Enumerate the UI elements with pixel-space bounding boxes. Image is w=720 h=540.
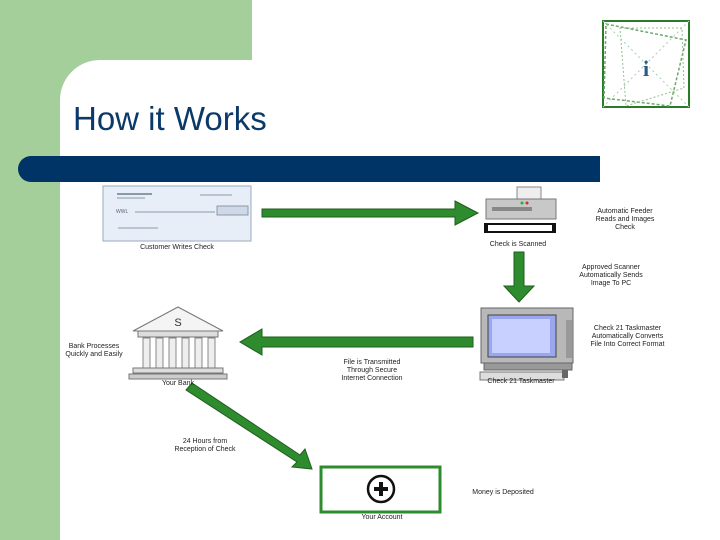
title-underline-bar [18,156,600,182]
arrow-bank-to-account [185,382,313,470]
arrow-computer-to-bank [239,328,474,356]
label-automatic-feeder: Automatic Feeder Reads and Images Check [595,208,655,231]
label-check21-taskmaster: Check 21 Taskmaster [487,378,555,385]
arrow-check-to-scanner [261,200,480,226]
svg-text:WWL: WWL [116,209,128,215]
arrow-scanner-to-computer [502,251,536,303]
label-check-is-scanned: Check is Scanned [489,241,547,248]
content-card [60,60,720,540]
label-your-bank: Your Bank [161,380,195,387]
bank-image: S [128,306,228,380]
logo-icon: i [602,20,690,108]
label-bank-processes: Bank Processes Quickly and Easily [65,343,123,358]
logo-letter: i [643,56,649,81]
label-approved-scanner: Approved Scanner Automatically Sends Ima… [579,264,643,287]
computer-image [479,307,574,381]
label-24-hours: 24 Hours from Reception of Check [174,438,236,453]
label-your-account: Your Account [361,514,403,521]
label-file-transmitted: File is Transmitted Through Secure Inter… [341,359,403,382]
label-money-deposited: Money is Deposited [472,489,534,496]
scanner-image [484,186,557,233]
label-customer-writes-check: Customer Writes Check [140,244,214,251]
bank-symbol: S [174,317,181,329]
page-title: How it Works [73,100,267,137]
label-check21-converts: Check 21 Taskmaster Automatically Conver… [590,325,665,348]
account-image [319,465,442,514]
check-image: WWL [102,185,252,242]
